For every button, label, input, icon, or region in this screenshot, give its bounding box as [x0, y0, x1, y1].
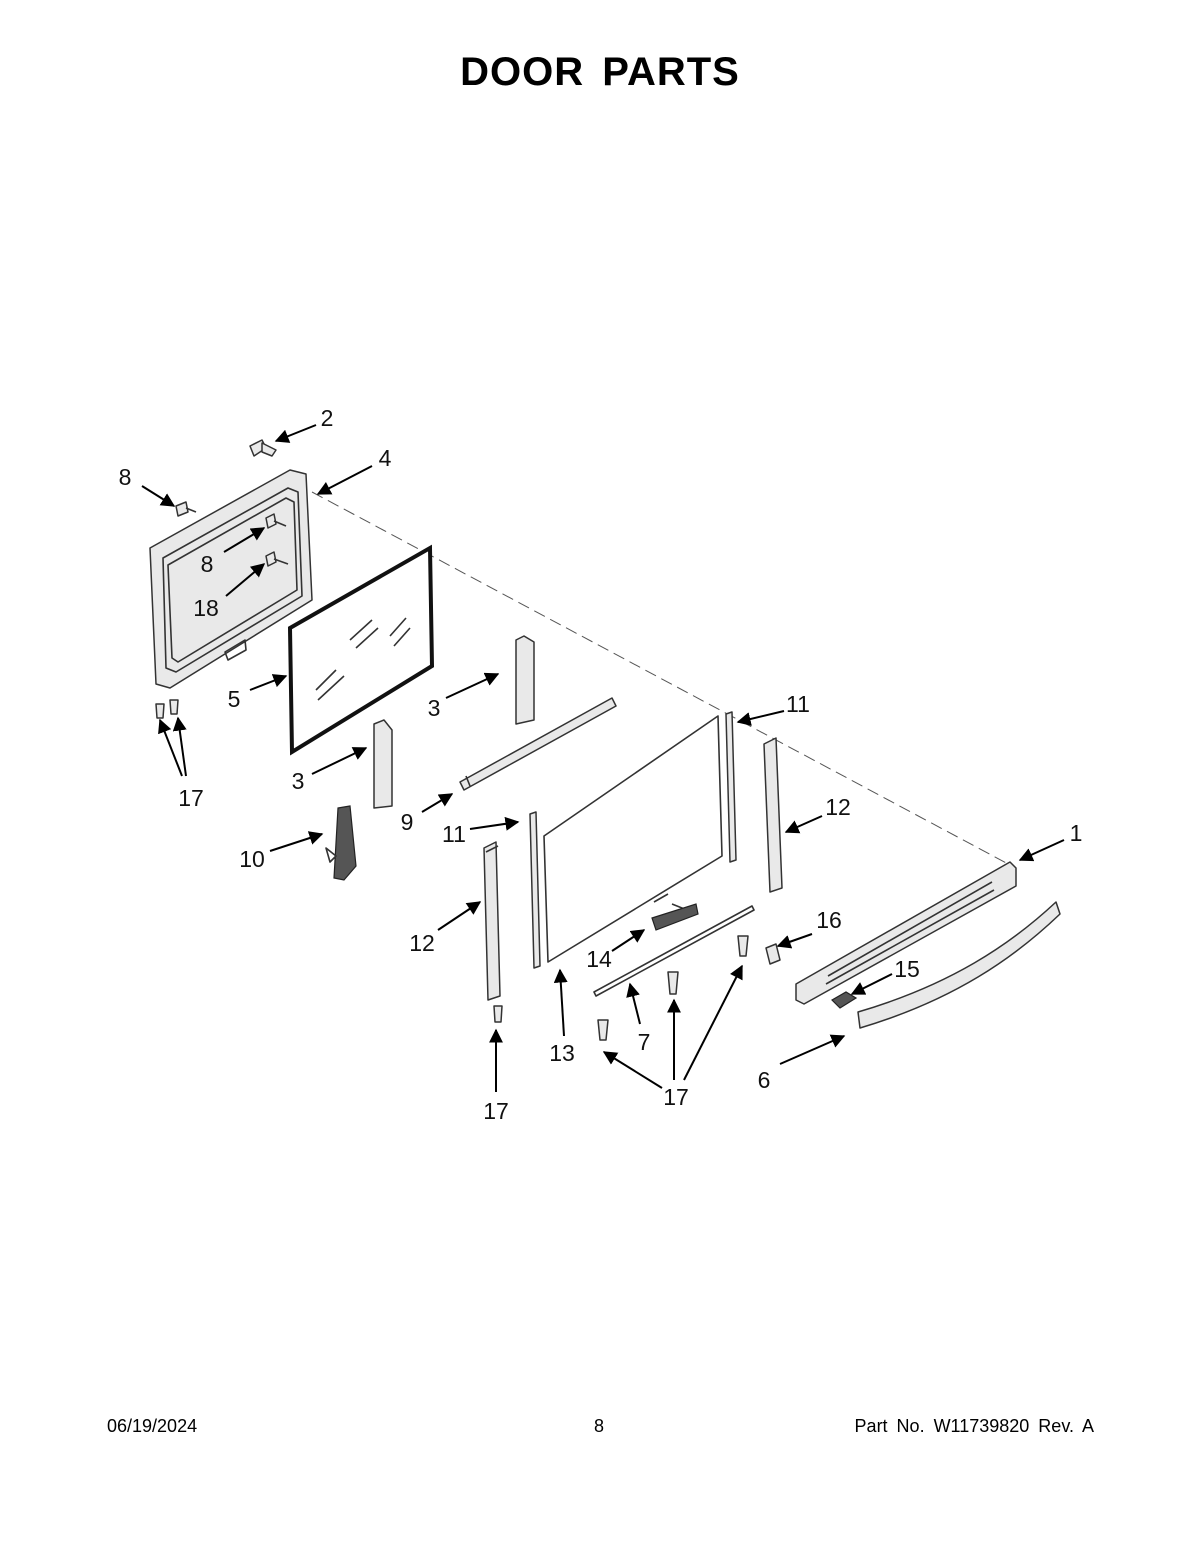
callout-arrows: [141, 424, 1065, 1092]
callout-10: 10: [239, 846, 265, 872]
callout-7: 7: [638, 1029, 651, 1055]
side-bracket-part-12-right: [763, 737, 783, 893]
callout-1: 1: [1070, 820, 1083, 846]
footer-date: 06/19/2024: [107, 1416, 198, 1436]
callout-4: 4: [379, 445, 392, 471]
end-cap-part-15: [831, 991, 858, 1009]
callout-6: 6: [758, 1067, 771, 1093]
screw-part-8-top: [175, 501, 197, 517]
callout-14: 14: [586, 946, 612, 972]
footer-part-number: Part No. W11739820 Rev. A: [854, 1416, 1094, 1436]
callout-12-left: 12: [409, 930, 435, 956]
door-top-trim-part-9: [459, 697, 617, 791]
screw-part-2: [249, 439, 277, 457]
side-seal-part-11-left: [529, 811, 541, 969]
callout-11-left: 11: [442, 821, 466, 847]
callout-17-bottom: 17: [483, 1098, 509, 1124]
screw-part-8-middle: [265, 513, 287, 529]
callout-17-center: 17: [663, 1084, 689, 1110]
page-title: DOOR PARTS: [460, 50, 740, 94]
logo-part-14: [651, 903, 699, 931]
callout-9: 9: [401, 809, 414, 835]
callout-13: 13: [549, 1040, 575, 1066]
callout-15: 15: [894, 956, 920, 982]
spacer-part-3-lower: [373, 719, 393, 809]
spacer-part-3-upper: [515, 635, 535, 725]
callout-3-upper: 3: [428, 695, 441, 721]
callout-3-lower: 3: [292, 768, 305, 794]
callout-5: 5: [228, 686, 241, 712]
footer-page-number: 8: [594, 1416, 605, 1436]
bottom-trim-part-7: [593, 905, 755, 997]
side-bracket-part-12-left: [483, 841, 501, 1001]
inner-door-frame: [149, 469, 313, 689]
screws-part-17-bottom: [493, 935, 749, 1041]
assembly-axis-line: [311, 491, 1011, 866]
callout-16: 16: [816, 907, 842, 933]
callout-12-right: 12: [825, 794, 851, 820]
callout-11-right: 11: [786, 691, 810, 717]
screws-part-17-left: [155, 699, 179, 719]
callout-8-middle: 8: [201, 551, 214, 577]
inner-glass-part-5: [287, 544, 435, 756]
screw-part-18: [265, 551, 289, 567]
screw-part-16: [765, 943, 781, 965]
callout-17-left: 17: [178, 785, 204, 811]
side-seal-part-11-right: [725, 711, 737, 863]
door-handle-part-6: [857, 901, 1061, 1029]
bottom-door-trim-part-1: [795, 861, 1017, 1005]
callout-8-top: 8: [119, 464, 132, 490]
callout-18: 18: [193, 595, 219, 621]
hinge-part-10: [325, 805, 357, 881]
outer-glass-part-13: [543, 715, 723, 963]
callout-2: 2: [321, 405, 334, 431]
